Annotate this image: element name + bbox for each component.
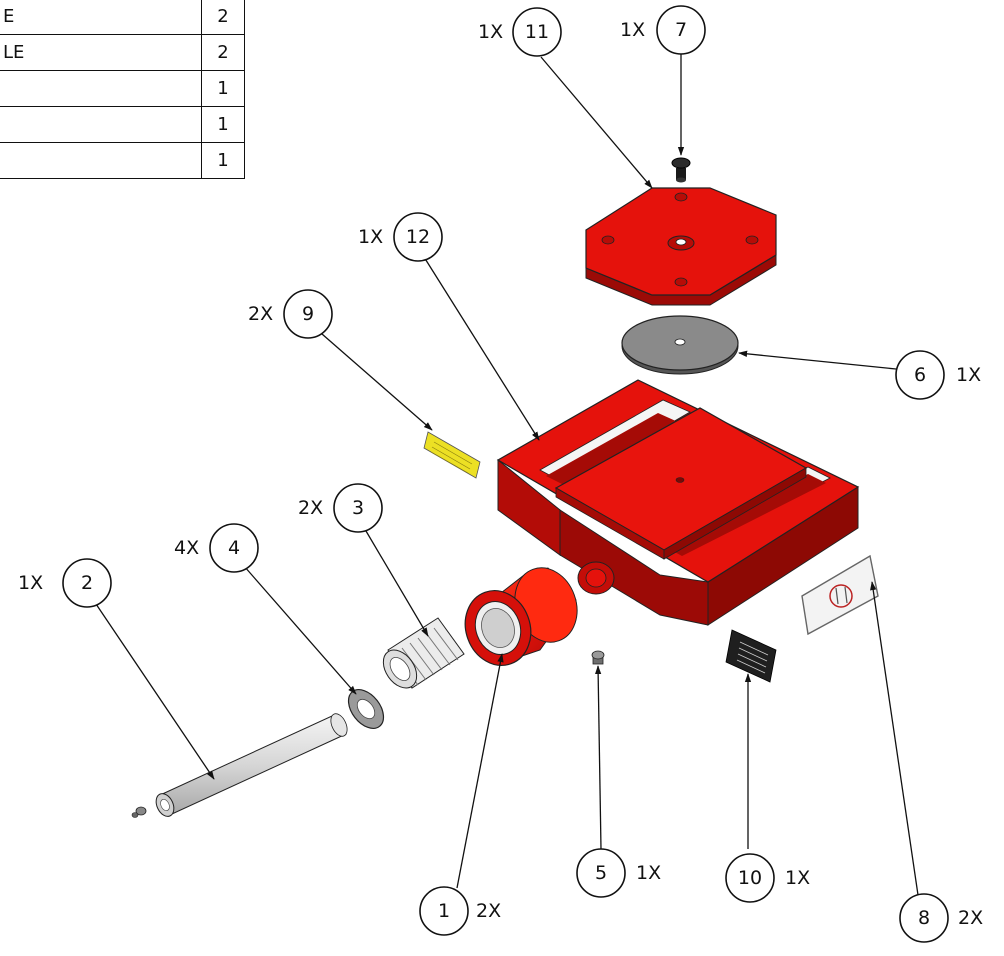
balloon-11-circle	[512, 7, 562, 57]
balloon-3-qty: 2X	[298, 497, 323, 519]
balloon-9-qty: 2X	[248, 303, 273, 325]
axle-shaft	[131, 713, 348, 818]
bom-row: LE 2	[0, 34, 245, 71]
logo-label	[801, 554, 879, 636]
leader-line-6	[738, 350, 897, 370]
bom-row: 1	[0, 142, 245, 179]
bill-of-materials-table: E 2 LE 2 1 1 1	[0, 0, 245, 179]
skate-frame	[496, 379, 860, 626]
balloon-8-circle	[899, 893, 949, 943]
bom-description	[0, 106, 202, 143]
warning-label	[423, 431, 481, 479]
balloon-1-number: 1	[438, 900, 450, 922]
bom-row: E 2	[0, 0, 245, 35]
washer	[347, 689, 385, 729]
leader-line-2	[95, 603, 215, 780]
balloon-9-circle	[283, 289, 333, 339]
balloon-10-circle	[725, 853, 775, 903]
balloon-11-number: 11	[525, 21, 549, 43]
balloon-8-number: 8	[918, 907, 930, 929]
balloon-4-qty: 4X	[174, 537, 199, 559]
balloon-2-circle	[62, 558, 112, 608]
bom-description: LE	[0, 34, 202, 71]
leader-line-11	[540, 56, 653, 189]
cap-screw	[671, 157, 691, 183]
bom-description: E	[0, 0, 202, 35]
balloon-1-qty: 2X	[476, 900, 501, 922]
leader-line-5	[594, 665, 602, 850]
leader-line-1	[456, 653, 504, 889]
nameplate	[725, 629, 777, 683]
balloon-7-qty: 1X	[620, 19, 645, 41]
leader-line-3	[365, 530, 429, 637]
balloon-7-number: 7	[675, 19, 687, 41]
balloon-1-circle	[419, 886, 469, 936]
balloon-6-circle	[895, 350, 945, 400]
balloon-6-number: 6	[914, 364, 926, 386]
balloon-9-number: 9	[302, 303, 314, 325]
balloon-10-qty: 1X	[785, 867, 810, 889]
balloon-12-number: 12	[406, 226, 430, 248]
bom-description	[0, 70, 202, 107]
swivel-top-plate	[585, 187, 777, 306]
balloon-11-qty: 1X	[478, 21, 503, 43]
balloon-5-circle	[576, 848, 626, 898]
bom-row: 1	[0, 106, 245, 143]
bom-quantity: 1	[201, 142, 245, 179]
balloon-6-qty: 1X	[956, 364, 981, 386]
balloon-3-number: 3	[352, 497, 364, 519]
leader-line-12	[423, 256, 540, 441]
bom-row: 1	[0, 70, 245, 107]
balloon-2-qty: 1X	[18, 572, 43, 594]
balloon-12-circle	[393, 212, 443, 262]
balloon-5-number: 5	[595, 862, 607, 884]
leader-line-9	[321, 333, 433, 431]
balloon-12-qty: 1X	[358, 226, 383, 248]
rubber-pad	[621, 315, 739, 375]
bom-quantity: 1	[201, 106, 245, 143]
balloon-2-number: 2	[81, 572, 93, 594]
leader-line-8	[870, 581, 919, 896]
bom-description	[0, 142, 202, 179]
balloon-8-qty: 2X	[958, 907, 983, 929]
roller-wheel	[464, 567, 578, 666]
balloon-3-circle	[333, 483, 383, 533]
bom-quantity: 1	[201, 70, 245, 107]
grease-fitting	[591, 650, 605, 665]
balloon-4-number: 4	[228, 537, 240, 559]
balloon-10-number: 10	[738, 867, 762, 889]
needle-bearing	[382, 617, 465, 689]
balloon-5-qty: 1X	[636, 862, 661, 884]
balloon-7-circle	[656, 5, 706, 55]
leader-line-4	[243, 565, 357, 695]
balloon-4-circle	[209, 523, 259, 573]
